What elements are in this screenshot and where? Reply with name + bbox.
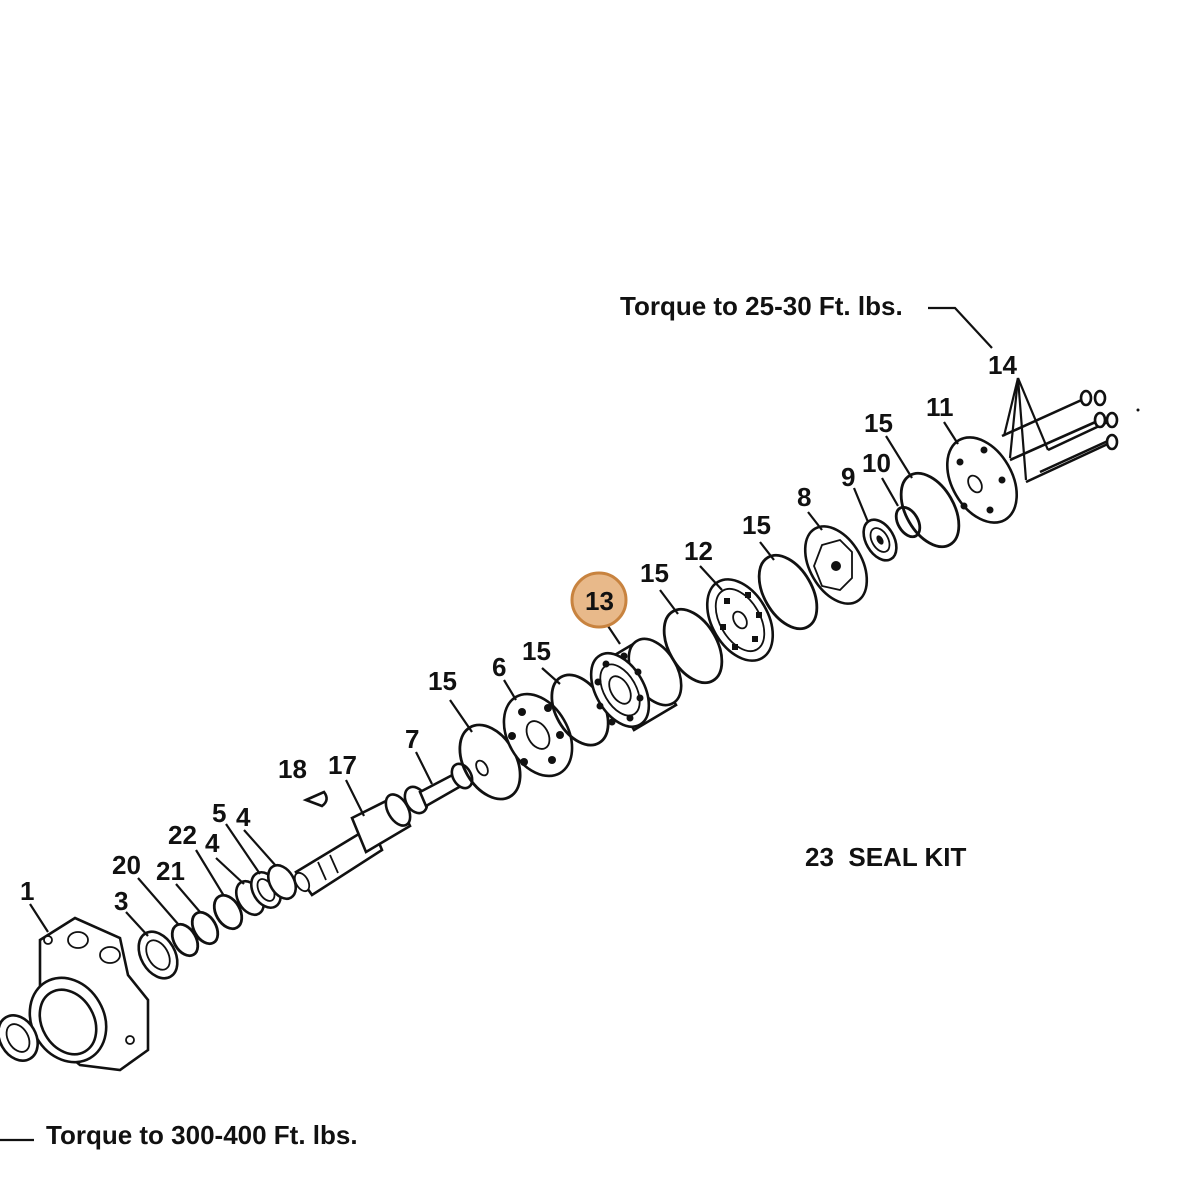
part-9-bearing — [862, 518, 898, 562]
callout-4a: 4 — [205, 828, 220, 858]
part-21-ring — [190, 910, 220, 946]
callout-13[interactable]: 13 — [585, 586, 614, 616]
leader-lines — [0, 306, 1050, 1142]
part-1-housing — [28, 916, 150, 1072]
part-15-oring-c — [662, 607, 724, 685]
part-11-end-cap — [946, 436, 1018, 524]
callout-21: 21 — [156, 856, 185, 886]
part-6-plate — [502, 692, 574, 778]
part-7-drive — [403, 759, 489, 815]
callout-4b: 4 — [236, 802, 251, 832]
callout-12: 12 — [684, 536, 713, 566]
part-3-bearing — [137, 930, 179, 980]
callout-1: 1 — [20, 876, 34, 906]
callout-6: 6 — [492, 652, 506, 682]
callout-5: 5 — [212, 798, 226, 828]
callout-20: 20 — [112, 850, 141, 880]
callout-15a: 15 — [428, 666, 457, 696]
part-10-ring — [894, 505, 922, 539]
callout-15b: 15 — [522, 636, 551, 666]
part-8-manifold — [803, 525, 869, 605]
highlight-circle[interactable] — [570, 571, 628, 629]
part-13-rotor — [589, 637, 683, 732]
stray-dot — [1136, 408, 1140, 412]
part-bearing-left — [0, 1014, 39, 1062]
callout-18: 18 — [278, 754, 307, 784]
callout-8: 8 — [797, 482, 811, 512]
part-22-ring — [212, 893, 244, 931]
callout-15d: 15 — [742, 510, 771, 540]
callout-labels: 1 3 20 21 22 4 5 4 18 17 7 15 6 15 13 15… — [20, 350, 1017, 916]
callout-15c: 15 — [640, 558, 669, 588]
part-14-bolts — [1001, 389, 1119, 484]
callout-11: 11 — [926, 392, 954, 422]
part-12-valve-plate — [705, 578, 775, 662]
torque-note-top: Torque to 25-30 Ft. lbs. — [620, 291, 903, 321]
seal-kit-note: 23 SEAL KIT — [805, 842, 966, 872]
part-18-key — [302, 790, 328, 808]
callout-22: 22 — [168, 820, 197, 850]
callout-15e: 15 — [864, 408, 893, 438]
part-15-oring-d — [757, 553, 819, 631]
callout-9: 9 — [841, 462, 855, 492]
callout-3: 3 — [114, 886, 128, 916]
torque-note-bottom: Torque to 300-400 Ft. lbs. — [46, 1120, 358, 1150]
callout-10: 10 — [862, 448, 891, 478]
callout-7: 7 — [405, 724, 419, 754]
callout-14: 14 — [988, 350, 1017, 380]
part-17-shaft — [293, 793, 412, 897]
callout-17: 17 — [328, 750, 357, 780]
